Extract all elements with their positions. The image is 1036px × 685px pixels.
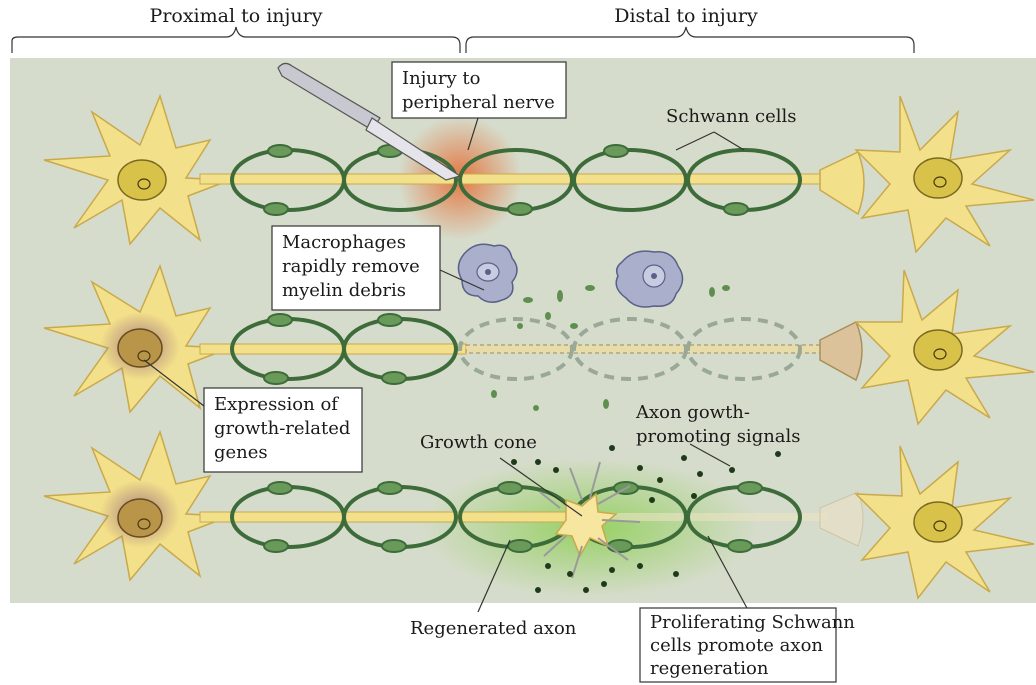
distal-label: Distal to injury	[614, 5, 758, 27]
expression-line-3: genes	[214, 442, 268, 463]
degenerating-axon-row2	[466, 345, 826, 353]
distal-axon-ghost-row3	[606, 513, 828, 521]
macrophage-line-1: Macrophages	[282, 232, 406, 253]
signals-line-2: promoting signals	[636, 426, 801, 447]
proliferating-line-1: Proliferating Schwann	[650, 612, 855, 633]
proximal-brace	[12, 27, 460, 53]
axon-row3	[200, 512, 576, 522]
expression-line-1: Expression of	[214, 394, 339, 415]
injury-line-2: peripheral nerve	[402, 92, 555, 113]
regenerated-label: Regenerated axon	[410, 618, 577, 639]
macrophage-line-3: myelin debris	[282, 280, 406, 301]
proliferating-line-3: regeneration	[650, 658, 769, 679]
axon-row2	[200, 344, 466, 354]
expression-line-2: growth-related	[214, 418, 350, 439]
proliferating-callout: Proliferating Schwann cells promote axon…	[640, 608, 855, 682]
distal-brace	[466, 27, 914, 53]
injury-callout: Injury to peripheral nerve	[392, 62, 566, 118]
proliferating-line-2: cells promote axon	[650, 635, 823, 656]
macrophage-line-2: rapidly remove	[282, 256, 420, 277]
macrophage-2	[616, 251, 682, 307]
growth-cone-label: Growth cone	[420, 432, 537, 453]
signals-line-1: Axon gowth-	[635, 402, 750, 423]
axon-row1	[200, 174, 840, 184]
macrophage-1	[458, 244, 517, 302]
expression-callout: Expression of growth-related genes	[204, 388, 362, 472]
injury-line-1: Injury to	[402, 68, 480, 89]
schwann-label: Schwann cells	[666, 106, 797, 127]
proximal-label: Proximal to injury	[150, 5, 323, 27]
macrophage-callout: Macrophages rapidly remove myelin debris	[272, 226, 440, 310]
